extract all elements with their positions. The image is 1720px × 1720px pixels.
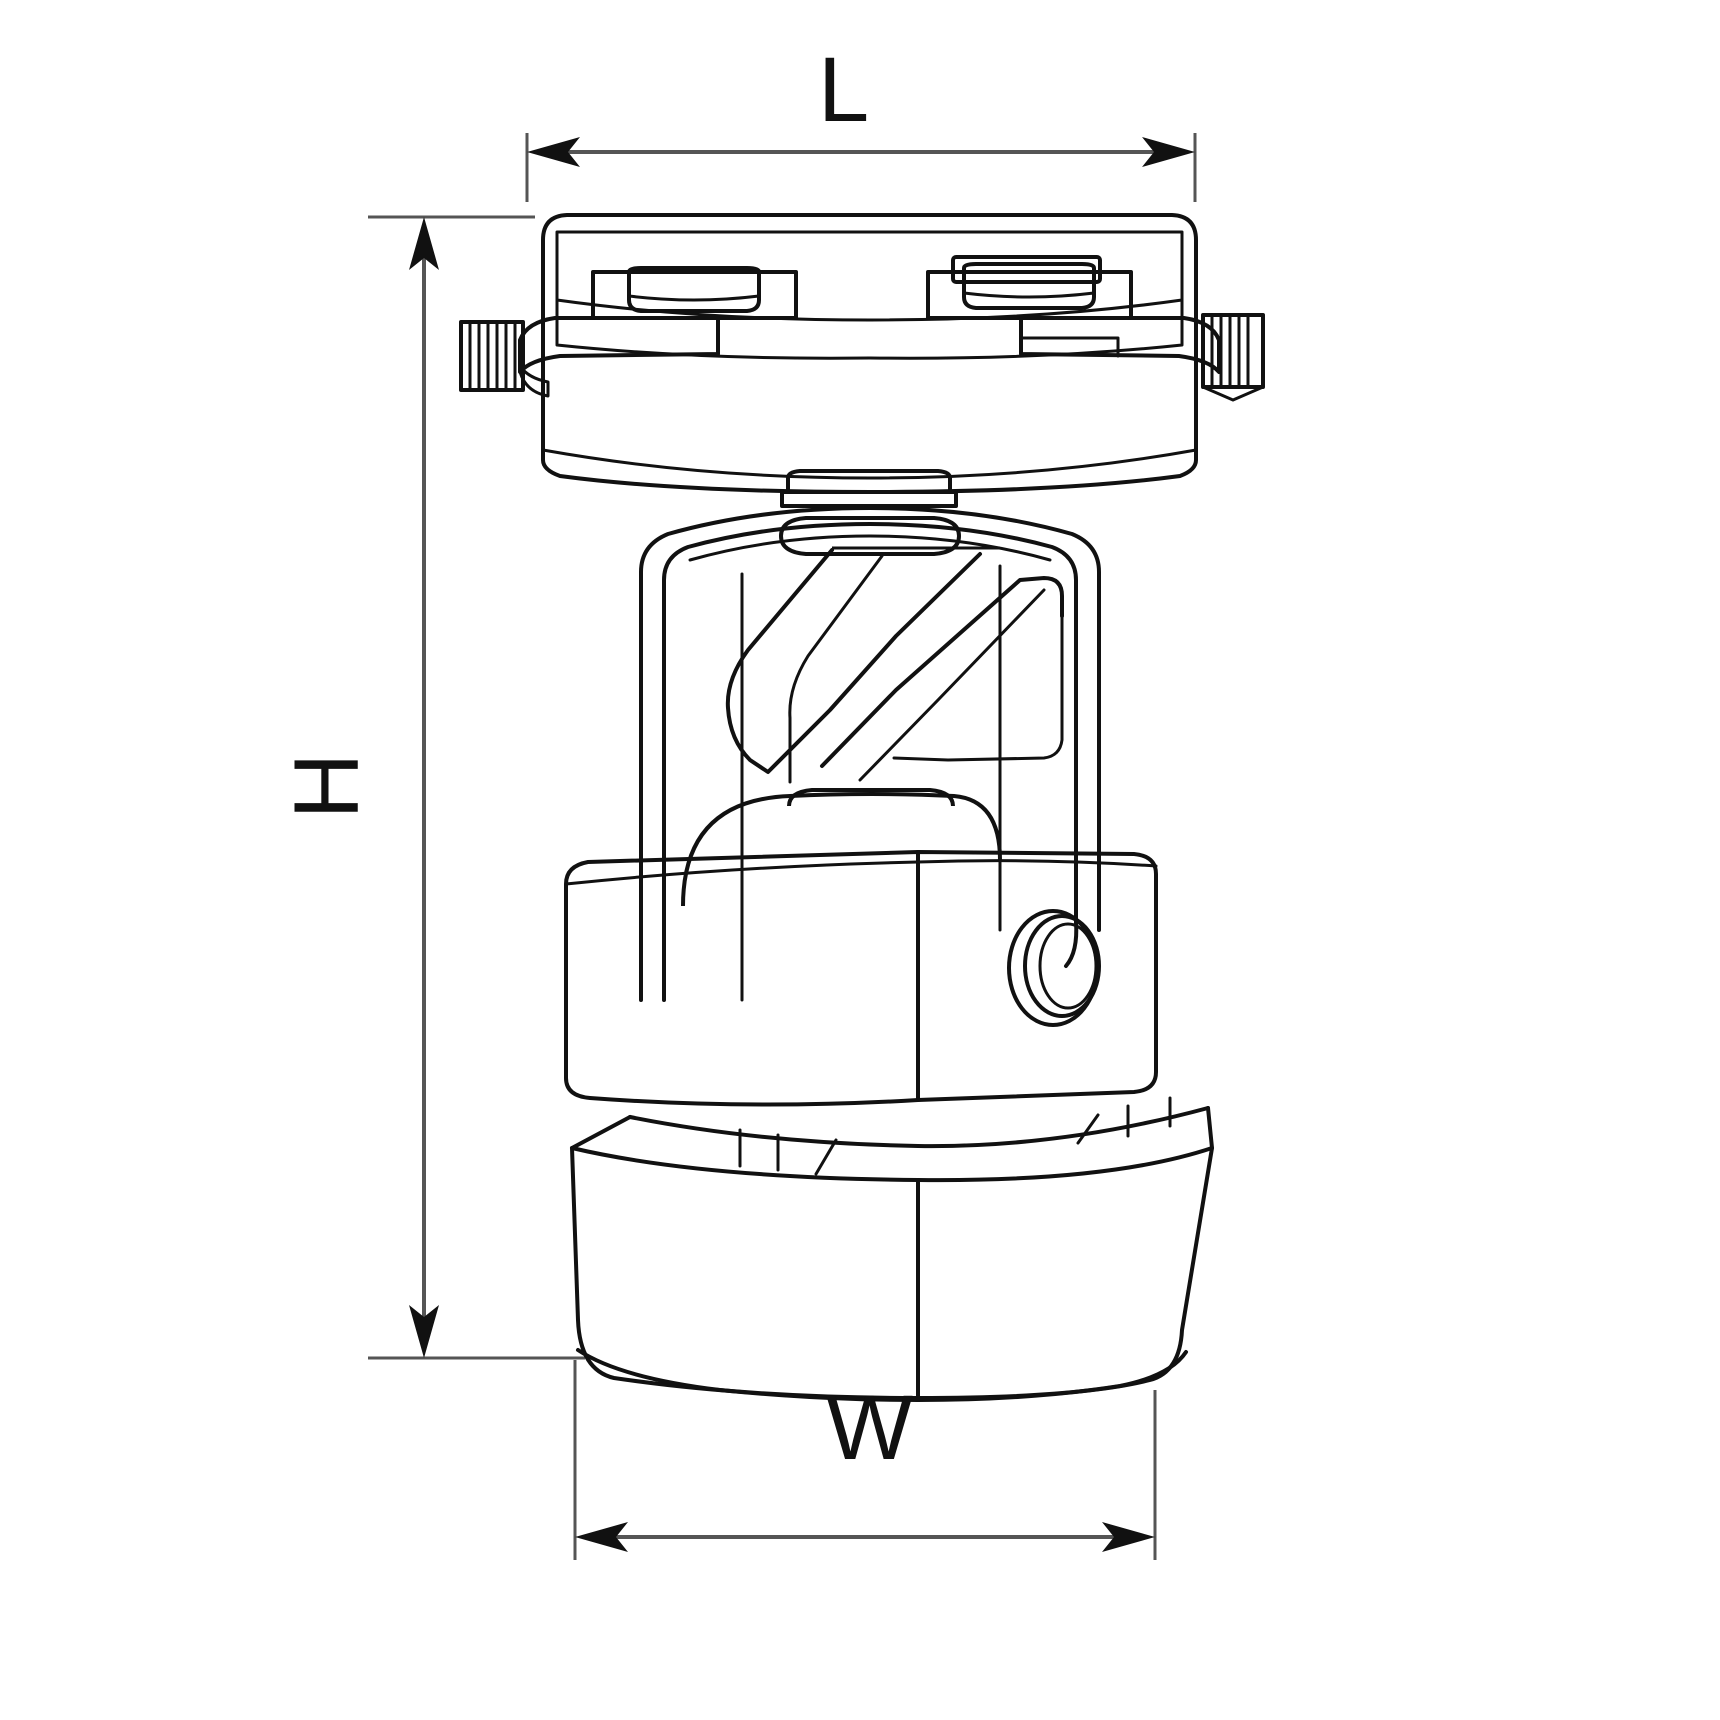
lamp-shade-hood [570, 1096, 1214, 1402]
arrowhead-h-top [409, 217, 439, 270]
shade-right-panel [916, 1146, 1214, 1400]
contact-tab-left-crease [627, 294, 761, 302]
shade-rim-body [570, 1106, 1214, 1183]
pivot-boss-upper [786, 469, 952, 492]
yoke-right-arm-taper [1064, 920, 1079, 968]
body-right-block [916, 850, 1158, 1102]
shade-rim-slot-4 [1076, 1113, 1100, 1145]
dimension-label-height: H [276, 752, 379, 820]
tilt-knob-middle [1023, 914, 1101, 1018]
arrowhead-w-left [575, 1522, 628, 1552]
reflector-dome [681, 788, 1002, 907]
yoke-outer-edge [639, 506, 1101, 1002]
body-top-edge [564, 859, 1158, 886]
clamp-arm-left [518, 316, 720, 374]
fin-right-crease [858, 588, 1046, 782]
fin-left-hook [725, 548, 982, 774]
adapter-bottom-seam [541, 448, 1198, 480]
adapter-recess-ledge-left [555, 298, 872, 360]
tilt-knob-inner [1038, 922, 1098, 1010]
adapter-top-slot-right [951, 255, 1102, 284]
clamp-arm-right [1019, 316, 1221, 374]
dimension-height-H [368, 215, 585, 1360]
yoke-inner-edge [662, 522, 1078, 1002]
contact-tab-left-pad [627, 266, 761, 313]
shade-left-panel [570, 1146, 920, 1400]
knob-left-body [459, 320, 525, 392]
dimension-label-width: W [826, 1377, 913, 1479]
track-adapter-housing [459, 213, 1265, 494]
knob-right-tip [1201, 385, 1265, 402]
pivot-cap [779, 516, 1000, 556]
dimension-label-length: L [818, 39, 870, 141]
pivot-boss-collar [780, 490, 958, 508]
clamp-arm-right-inner [1019, 336, 1120, 358]
dimension-length-L [525, 133, 1197, 202]
yoke-bracket [639, 506, 1101, 1002]
arrowhead-w-right [1102, 1522, 1155, 1552]
shade-bottom-edge [576, 1348, 1188, 1402]
contact-tab-left-base [591, 270, 798, 320]
contact-tab-right-pad [962, 262, 1096, 310]
body-left-block [564, 850, 920, 1107]
fin-left-crease [788, 554, 884, 784]
lamp-body-housing [564, 850, 1158, 1107]
fin-right-lower [892, 614, 1064, 762]
fin-right-diagonal [820, 576, 1064, 768]
shade-rim-slot-3 [814, 1138, 838, 1176]
arrowhead-l-left [527, 137, 580, 167]
contact-tab-right-crease [962, 291, 1096, 299]
shade-rim-top [628, 1106, 1210, 1149]
knob-right-body [1201, 313, 1265, 389]
heat-sink-fins [725, 548, 1064, 784]
reflector-dome-arc [681, 792, 1002, 907]
pivot-boss [780, 469, 958, 508]
knurled-locking-knob-right [1201, 313, 1265, 402]
arrowhead-l-right [1142, 137, 1195, 167]
arrowhead-h-bottom [409, 1305, 439, 1358]
adapter-outer-shell [541, 213, 1198, 494]
tilt-lock-knob [1007, 909, 1101, 1027]
dimension-width-W [573, 1360, 1157, 1560]
knurled-locking-knob-left [459, 320, 525, 392]
pivot-cap-oval [779, 516, 961, 556]
reflector-dome-cap [787, 788, 955, 807]
